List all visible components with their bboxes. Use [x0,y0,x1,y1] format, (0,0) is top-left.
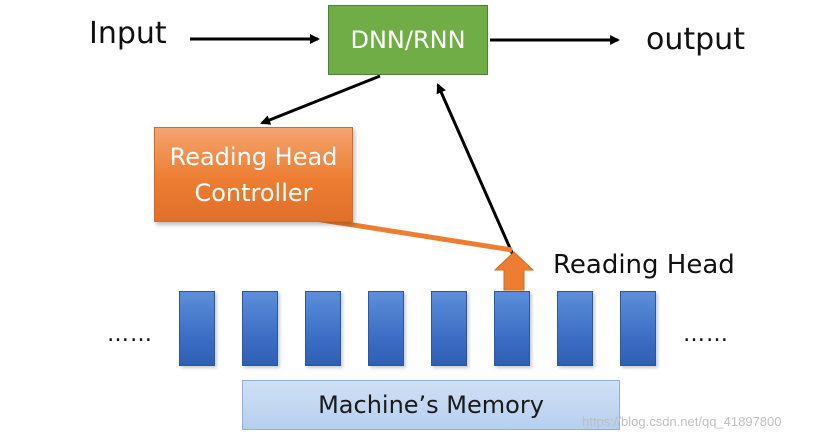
memory-label: Machine’s Memory [318,391,544,419]
memory-cell [431,291,467,366]
controller-label-line1: Reading Head [169,142,338,171]
memory-cell [305,291,341,366]
watermark: https://blog.csdn.net/qq_41897800 [582,414,782,429]
memory-cell [368,291,404,366]
memory-cell-under-head [494,291,530,366]
reading-head-controller-box: Reading Head Controller [154,127,353,222]
memory-cell [620,291,656,366]
ellipsis-right: …… [683,322,729,347]
output-label: output [646,22,745,57]
arrow-dnn-to-controller [260,74,381,125]
arrow-head-to-dnn [436,83,515,256]
memory-cell [557,291,593,366]
reading-head-arrow [493,251,535,291]
dnn-rnn-box: DNN/RNN [328,5,488,75]
controller-label-line2: Controller [194,178,313,207]
memory-cell [179,291,215,366]
dnn-rnn-label: DNN/RNN [350,26,466,54]
reading-head-label: Reading Head [553,250,735,280]
machine-memory-bar: Machine’s Memory [242,380,620,430]
input-label: Input [89,16,167,51]
ellipsis-left: …… [107,322,153,347]
memory-cell [242,291,278,366]
